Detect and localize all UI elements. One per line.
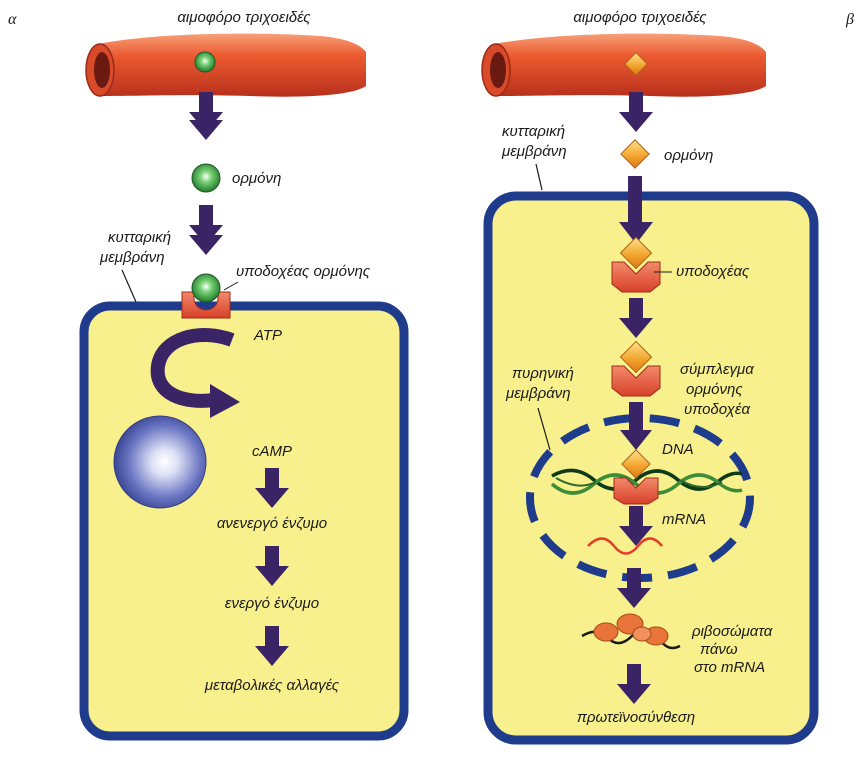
hormone-label-a: ορμόνη bbox=[232, 170, 281, 187]
metabolic-label: μεταβολικές αλλαγές bbox=[204, 677, 340, 694]
nuclear-membrane-label-1: πυρηνική bbox=[512, 365, 574, 382]
panel-b-letter: β bbox=[845, 11, 854, 28]
camp-label: cAMP bbox=[252, 443, 292, 460]
ribosome-label-1: ριβοσώματα bbox=[691, 623, 773, 640]
nuclear-membrane-label-2: μεμβράνη bbox=[505, 385, 571, 402]
inactive-enzyme-label: ανενεργό ένζυμο bbox=[217, 515, 327, 532]
hormone-in-capillary-b bbox=[623, 51, 649, 77]
membrane-label-b-2: μεμβράνη bbox=[501, 143, 567, 160]
membrane-pointer-b bbox=[535, 163, 543, 191]
cell-a bbox=[79, 301, 409, 741]
ribosome-label-2: πάνω bbox=[700, 641, 738, 658]
arrow-a2b bbox=[189, 215, 223, 255]
membrane-pointer-a bbox=[121, 269, 137, 303]
capillary-b bbox=[481, 33, 766, 97]
complex-label-2: ορμόνης bbox=[686, 381, 743, 398]
arrow-b4 bbox=[620, 402, 652, 450]
active-enzyme-label: ενεργό ένζυμο bbox=[225, 595, 319, 612]
hormone-in-capillary-a bbox=[194, 51, 216, 73]
receptor-label-b: υποδοχέας bbox=[676, 263, 750, 280]
arrow-b1 bbox=[619, 92, 653, 132]
hormone-b bbox=[620, 139, 650, 169]
membrane-label-a-2: μεμβράνη bbox=[99, 249, 165, 266]
complex-label-3: υποδοχέα bbox=[684, 401, 750, 418]
hormone-label-b: ορμόνη bbox=[664, 147, 713, 164]
membrane-label-b-1: κυτταρική bbox=[502, 123, 565, 140]
nuclear-membrane-pointer bbox=[537, 407, 551, 451]
arrow-a1b bbox=[189, 100, 223, 140]
nucleus-a bbox=[113, 415, 207, 509]
mrna-label: mRNA bbox=[662, 511, 706, 528]
ribosome-label-3: στο mRNA bbox=[694, 659, 765, 676]
panel-b-capillary-label: αιμοφόρο τριχοειδές bbox=[573, 9, 707, 26]
panel-a-capillary-label: αιμοφόρο τριχοειδές bbox=[177, 9, 311, 26]
hormone-in-complex bbox=[619, 340, 653, 374]
hormone-a bbox=[191, 163, 221, 193]
receptor-b bbox=[611, 261, 661, 293]
complex-label-1: σύμπλεγμα bbox=[680, 361, 754, 378]
ribosomes-on-mrna bbox=[581, 613, 681, 650]
atp-curved-arrow bbox=[150, 328, 240, 418]
atp-label: ATP bbox=[253, 327, 282, 344]
dna-label: DNA bbox=[662, 441, 694, 458]
membrane-label-a-1: κυτταρική bbox=[108, 229, 171, 246]
receptor-a bbox=[181, 291, 231, 319]
arrow-b2 bbox=[619, 176, 653, 244]
cell-b bbox=[483, 191, 819, 745]
capillary-a bbox=[85, 33, 366, 97]
protein-synthesis-label: πρωτεϊνοσύνθεση bbox=[577, 709, 695, 726]
complex-on-dna bbox=[613, 477, 659, 505]
mrna-strand bbox=[587, 537, 663, 555]
receptor-label-a: υποδοχέας ορμόνης bbox=[236, 263, 371, 280]
hormone-on-dna bbox=[621, 449, 651, 479]
hormone-bound-b bbox=[619, 236, 653, 270]
hormone-bound-a bbox=[191, 273, 221, 303]
hormone-receptor-complex bbox=[611, 365, 661, 397]
panel-a-letter: α bbox=[8, 11, 17, 28]
